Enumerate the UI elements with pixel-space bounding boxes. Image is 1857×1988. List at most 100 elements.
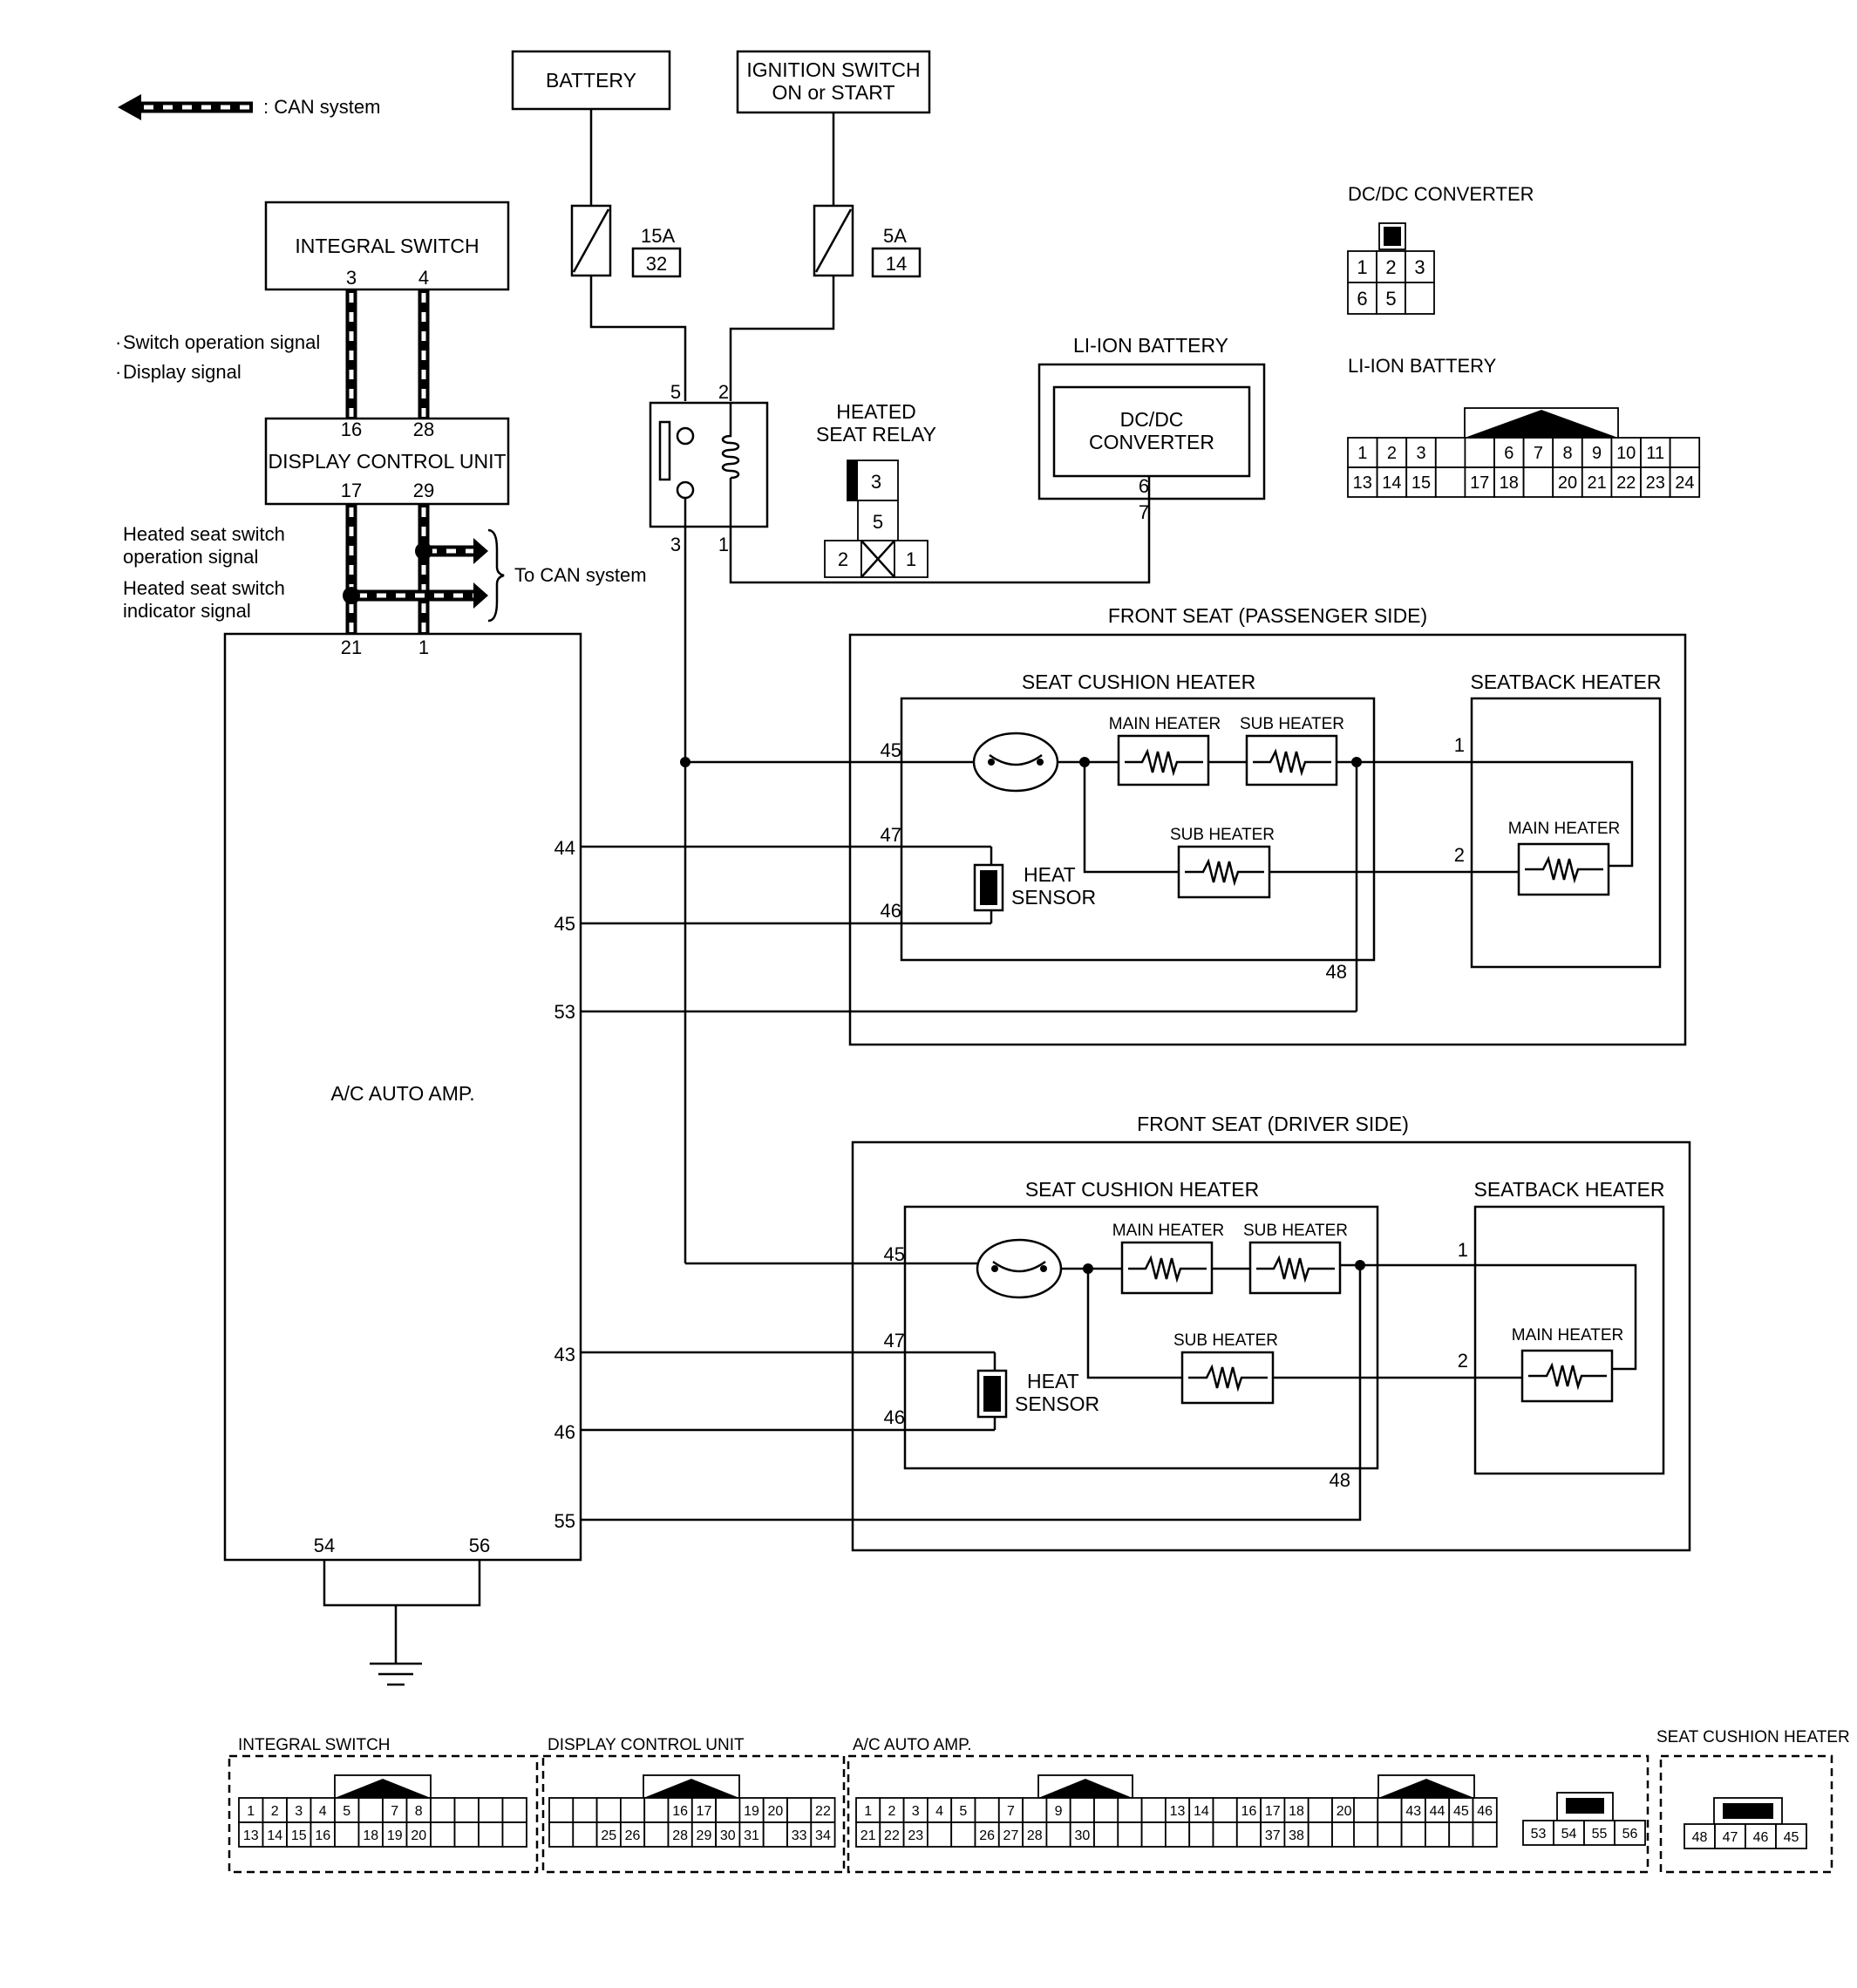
connector-pin-number: 8 (415, 1804, 423, 1819)
svg-text:HEAT: HEAT (1024, 863, 1076, 886)
connector-pin-cell (879, 1821, 905, 1848)
connector-pin-cell (1117, 1821, 1143, 1848)
integral-switch-box (264, 201, 510, 291)
svg-text:HEATED: HEATED (836, 400, 916, 423)
display-signal-label: Display signal (123, 361, 241, 383)
connector-pin-number: 3 (1414, 256, 1425, 278)
connector-pin-number: 15 (291, 1828, 307, 1843)
svg-text:28: 28 (413, 419, 434, 440)
connector-pin-cell (1425, 1821, 1451, 1848)
svg-text:Heated seat switch: Heated seat switch (123, 577, 285, 599)
connector-pin-cell (902, 1821, 928, 1848)
connector-pin-number: 22 (1616, 473, 1636, 493)
connector-pin-number: 11 (1646, 444, 1664, 463)
connector-pin-number: 10 (1616, 444, 1636, 463)
front-seat-passenger: FRONT SEAT (PASSENGER SIDE) SEAT CUSHION… (581, 604, 1687, 1046)
svg-text:CONVERTER: CONVERTER (1089, 431, 1214, 453)
connector-pin-number: 3 (1416, 444, 1425, 463)
connector-pin-cell (430, 1797, 456, 1823)
connector-pin-cell (690, 1821, 717, 1848)
svg-text:FRONT SEAT (PASSENGER SIDE): FRONT SEAT (PASSENGER SIDE) (1108, 604, 1427, 627)
connector-pin-number: 38 (1289, 1828, 1304, 1843)
svg-text:FRONT SEAT (DRIVER SIDE): FRONT SEAT (DRIVER SIDE) (1137, 1113, 1409, 1135)
connector-pin-cell (1022, 1797, 1048, 1823)
connector-pin-number: 16 (672, 1804, 688, 1819)
svg-text:SUB HEATER: SUB HEATER (1243, 1222, 1348, 1240)
seatback-heater-passenger (1470, 697, 1662, 969)
connector-pin-cell (1640, 437, 1671, 468)
switch-operation-signal-label: · (115, 331, 121, 353)
svg-text:MAIN HEATER: MAIN HEATER (1109, 715, 1221, 733)
connector-pin-cell (810, 1821, 836, 1848)
svg-text:A/C AUTO AMP.: A/C AUTO AMP. (330, 1082, 474, 1105)
svg-text:1: 1 (418, 637, 429, 658)
connector-pin-number: 4 (319, 1804, 327, 1819)
svg-text:3: 3 (871, 471, 881, 493)
connector-pin-cell (1331, 1821, 1357, 1848)
connector-pin-number: 54 (1561, 1827, 1577, 1842)
battery-label: BATTERY (546, 69, 636, 92)
connector-pin-number: 20 (767, 1804, 783, 1819)
main-heater-icon (1117, 734, 1210, 786)
connector-pin-cell (1714, 1823, 1746, 1849)
connector-pin-cell (238, 1821, 264, 1848)
connector-pin-cell (1235, 1821, 1262, 1848)
svg-text:indicator signal: indicator signal (123, 600, 251, 622)
connector-pin-cell (1165, 1821, 1191, 1848)
connector-pin-cell (357, 1797, 384, 1823)
connector-pin-cell (855, 1821, 881, 1848)
svg-text:Switch operation signal: Switch operation signal (123, 331, 320, 353)
svg-text:47: 47 (881, 824, 901, 846)
svg-text:SEAT CUSHION HEATER: SEAT CUSHION HEATER (1025, 1178, 1259, 1201)
svg-text:5: 5 (670, 381, 681, 403)
svg-text:MAIN HEATER: MAIN HEATER (1512, 1326, 1623, 1345)
connector-pin-cell (786, 1821, 813, 1848)
connector-pin-number: 17 (1265, 1804, 1281, 1819)
connector-pin-number: 24 (1675, 473, 1694, 493)
connector-pin-cell (1614, 1820, 1646, 1846)
svg-text:HEAT: HEAT (1027, 1370, 1079, 1392)
thermostat-icon (972, 732, 1059, 793)
connector-pin-number: 1 (864, 1804, 872, 1819)
connector-pin-number: 19 (387, 1828, 403, 1843)
connector-pin-cell (548, 1821, 575, 1848)
connector-pin-cell (950, 1821, 976, 1848)
connector-pin-cell (1260, 1821, 1286, 1848)
connector-pin-cell (927, 1821, 953, 1848)
svg-text:17: 17 (341, 480, 362, 501)
connector-pin-number: 14 (1194, 1804, 1209, 1819)
connector-pin-cell (1552, 466, 1583, 498)
connector-pin-number: 26 (979, 1828, 995, 1843)
svg-text:SENSOR: SENSOR (1011, 886, 1096, 909)
connector-pin-number: 31 (744, 1828, 759, 1843)
connector-pin-number: 55 (1592, 1827, 1608, 1842)
connector-pin-cell (1472, 1797, 1498, 1823)
connector-pin-cell (1405, 437, 1437, 468)
connector-pin-cell (1093, 1821, 1119, 1848)
svg-text:7: 7 (1139, 501, 1149, 523)
connector-pin-cell (1610, 466, 1642, 498)
liion-connector-title: LI-ION BATTERY (1348, 355, 1497, 377)
connector-pin-number: 37 (1265, 1828, 1281, 1843)
connector-pin-cell (501, 1797, 527, 1823)
sub-heater-icon (1245, 734, 1338, 786)
connector-pin-cell (1464, 437, 1495, 468)
connector-pin-number: 5 (959, 1804, 967, 1819)
connector-pin-cell (1353, 1797, 1379, 1823)
connector-pin-cell (548, 1797, 575, 1823)
dcdc-converter-box (1052, 385, 1251, 478)
svg-text:·: · (115, 361, 121, 383)
fuse1-rating: 15A (641, 225, 675, 247)
svg-text:56: 56 (469, 1535, 490, 1556)
connector-pin-cell (974, 1821, 1000, 1848)
svg-text:21: 21 (341, 637, 362, 658)
connector-pin-number: 13 (1353, 473, 1372, 493)
connector-pin-number: 45 (1784, 1830, 1799, 1845)
to-can-system-label: To CAN system (514, 564, 647, 586)
svg-text:1: 1 (1458, 1239, 1468, 1261)
connector-pin-number: 28 (672, 1828, 688, 1843)
